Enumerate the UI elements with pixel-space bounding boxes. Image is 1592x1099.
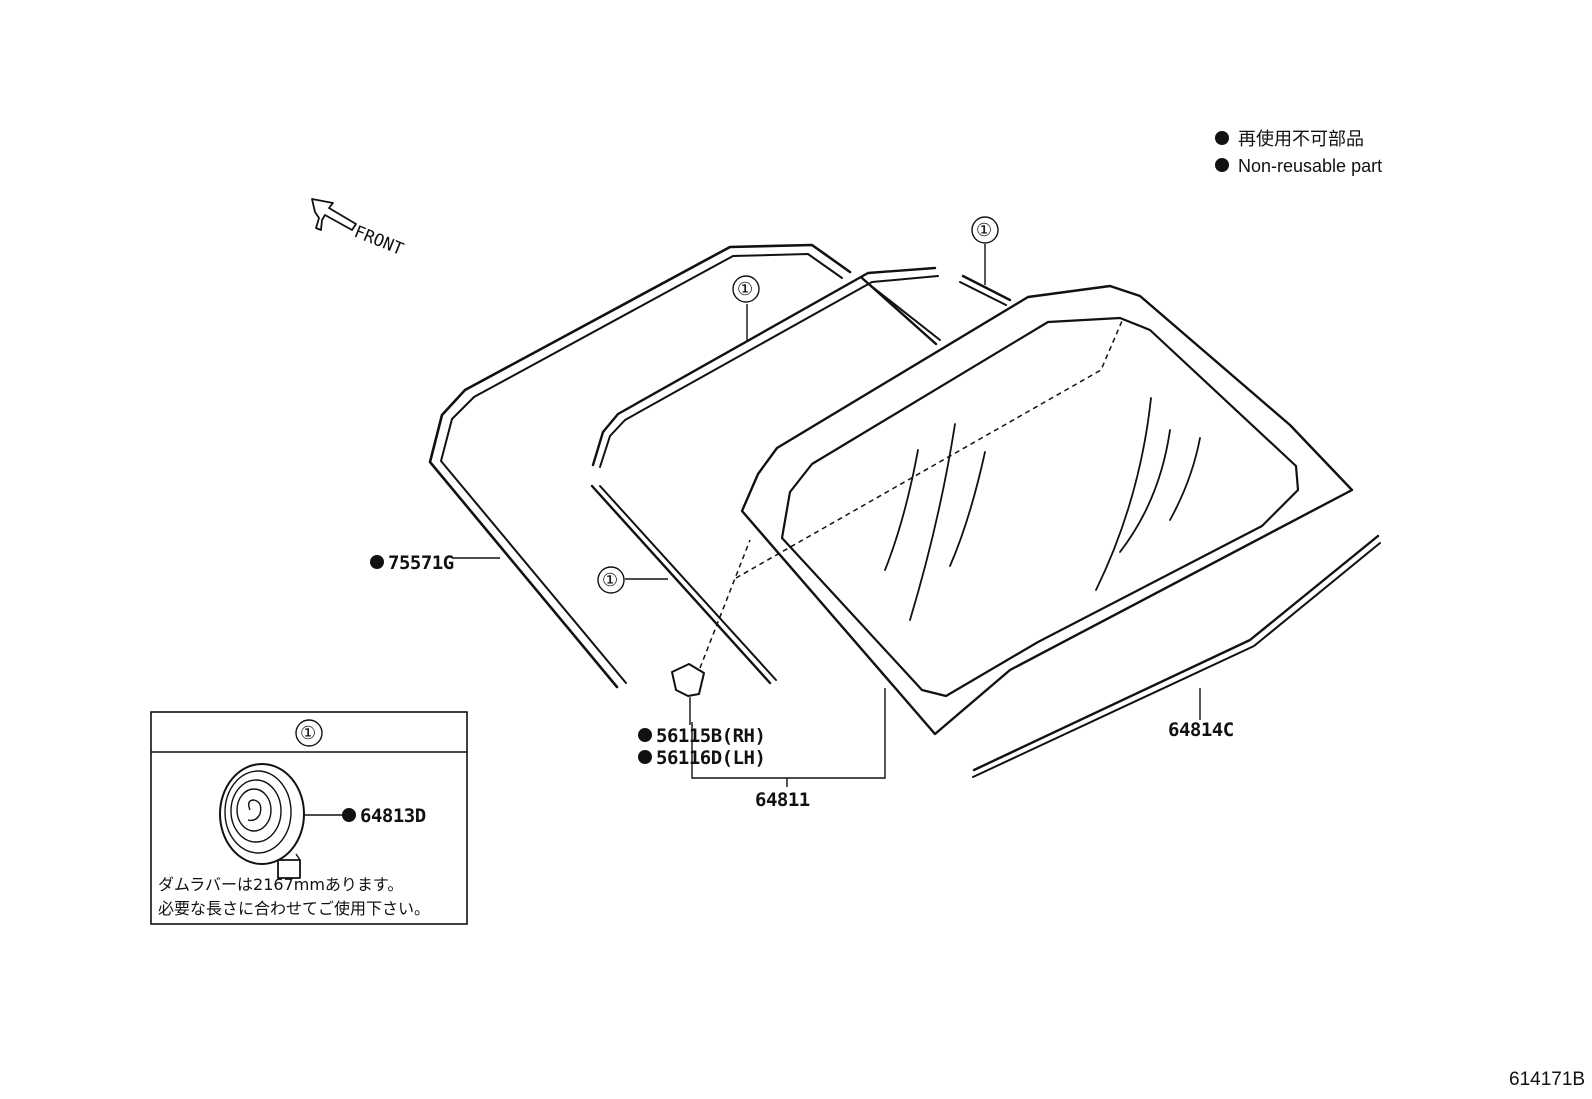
callout-circle-icon: [295, 719, 323, 747]
non-reusable-bullet-icon: [342, 808, 356, 822]
callout-circle-icon: [597, 566, 625, 594]
part-label-64811: 64811: [755, 789, 810, 811]
legend-text-en: Non-reusable part: [1238, 156, 1382, 176]
moulding-75571g: 75571G: [370, 243, 852, 689]
figure-id: 614171B: [1509, 1069, 1585, 1090]
non-reusable-bullet-icon: [638, 750, 652, 764]
inset-frame: [150, 711, 468, 925]
non-reusable-bullet-icon: [638, 728, 652, 742]
part-label-56116d: 56116D(LH): [656, 747, 765, 769]
front-arrow-icon: [311, 198, 357, 231]
inset-dam-rubber: ① 64813D ダムラバーは2167mmあります。 必要な長さに合わせてご使用…: [150, 711, 468, 925]
callout-circle-icon: [971, 216, 999, 244]
fastener-clip: 56115B(RH) 56116D(LH): [638, 663, 766, 769]
back-window-glass-64811: 64811: [691, 284, 1354, 811]
inset-title: ①: [300, 723, 316, 743]
front-indicator: FRONT: [311, 198, 406, 260]
dam-rubber-roll-icon: [219, 763, 305, 879]
non-reusable-bullet-icon: [370, 555, 384, 569]
part-label-75571g: 75571G: [388, 552, 454, 574]
legend-text-jp: 再使用不可部品: [1238, 129, 1364, 149]
callout-number: ①: [602, 570, 618, 590]
part-label-64814c: 64814C: [1168, 719, 1234, 741]
callout-circle-icon: [732, 275, 760, 303]
front-label: FRONT: [351, 222, 406, 260]
weatherstrip-64814c: 64814C: [972, 534, 1381, 778]
part-label-56115b: 56115B(RH): [656, 725, 765, 747]
inset-note-line1: ダムラバーは2167mmあります。: [158, 875, 403, 894]
callout-number: ①: [737, 279, 753, 299]
legend-bullet-icon: [1215, 131, 1229, 145]
callout-number: ①: [976, 220, 992, 240]
legend-bullet-icon: [1215, 158, 1229, 172]
legend: 再使用不可部品 Non-reusable part: [1215, 129, 1382, 176]
part-label-64813d: 64813D: [360, 805, 426, 827]
dam-rubber-right-top: ①: [959, 216, 1012, 306]
dam-rubber-left: ①: [590, 484, 777, 685]
inset-note-line2: 必要な長さに合わせてご使用下さい。: [158, 899, 430, 918]
dam-rubber-upper: ①: [591, 266, 941, 468]
